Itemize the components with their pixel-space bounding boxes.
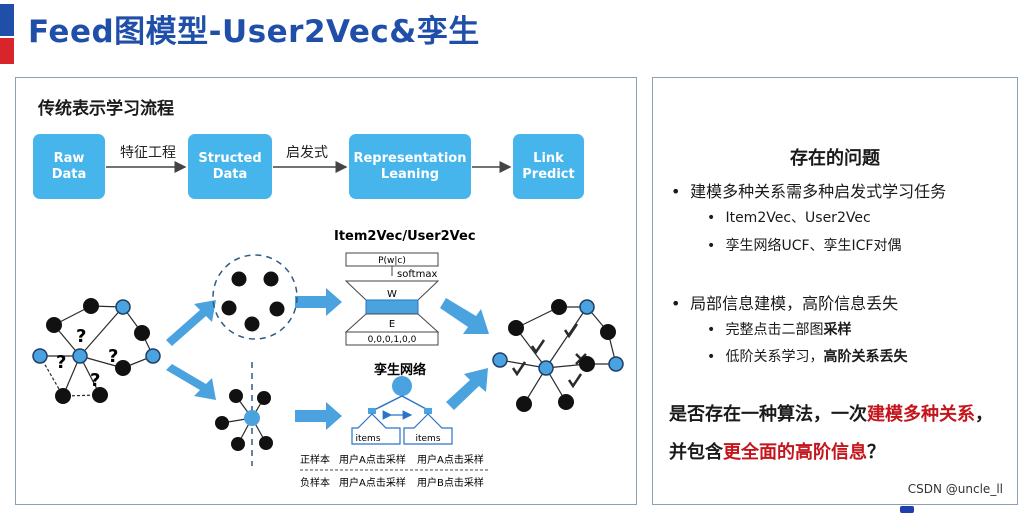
sampled-cluster (212, 254, 298, 340)
fat-arrow-out-down (446, 368, 488, 410)
stage-representation-leaning: Representation Leaning (349, 134, 471, 199)
stage-raw-data: Raw Data (33, 134, 105, 199)
slide-title: Feed图模型-User2Vec&孪生 (28, 14, 480, 50)
accent-bar-blue (0, 4, 14, 36)
fat-arrow-down (166, 364, 216, 400)
stage-link-predict: Link Predict (513, 134, 584, 199)
question-mark-4: ? (90, 370, 100, 391)
problem-bullet-1: • 建模多种关系需多种启发式学习任务 (671, 182, 947, 201)
fat-arrow-twin (295, 402, 342, 430)
edge-label-heuristic: 启发式 (286, 145, 328, 161)
problem-sub-bullet-2-2: • 低阶关系学习，高阶关系丢失 (707, 349, 908, 365)
stage-structed-data: Structed Data (188, 134, 272, 199)
twin-network: 孪生网络 items items 正样本 用户A点击采样 用户A点击采样 负样本… (300, 362, 488, 489)
item2vec-network: Item2Vec/User2Vec P(w|c) softmax W E 0,0… (334, 229, 476, 346)
left-panel-traditional-flow: 传统表示学习流程 Raw Data Structed Data Represen… (15, 77, 637, 505)
problem-sub-bullet-1-2: • 孪生网络UCF、孪生ICF对偶 (707, 238, 902, 254)
input-graph: ? ? ? ? (32, 298, 161, 404)
problem-sub-bullet-1-1: • Item2Vec、User2Vec (707, 210, 871, 226)
output-graph (492, 299, 624, 412)
twin-title: 孪生网络 (374, 362, 426, 378)
twin-positive-right: 用户A点击采样 (417, 453, 484, 466)
item2vec-w-label: W (387, 289, 397, 300)
csdn-watermark: CSDN @uncle_ll (907, 482, 1003, 496)
question-mark-2: ? (56, 352, 66, 373)
twin-right-items: items (415, 434, 440, 444)
twin-positive-label: 正样本 (300, 453, 330, 466)
problems-title: 存在的问题 (790, 148, 880, 169)
fat-arrows (166, 288, 489, 430)
right-panel-problems: 存在的问题 • 建模多种关系需多种启发式学习任务 • Item2Vec、User… (652, 77, 1018, 505)
item2vec-input-vector: 0,0,0,1,0,0 (368, 335, 417, 345)
question-mark-3: ? (108, 346, 118, 367)
item2vec-softmax-label: softmax (397, 269, 437, 280)
twin-positive-left: 用户A点击采样 (339, 453, 406, 466)
star-cluster (215, 362, 273, 466)
problem-bullet-2: • 局部信息建模，高阶信息丢失 (671, 294, 899, 313)
fat-arrow-up (166, 300, 216, 346)
left-panel-title: 传统表示学习流程 (38, 99, 174, 119)
question-mark-1: ? (76, 326, 86, 347)
graph-diagram: ? ? ? ? (32, 161, 624, 489)
item2vec-top-label: P(w|c) (378, 256, 406, 266)
item2vec-e-label: E (389, 319, 395, 330)
edge-label-feature-engineering: 特征工程 (120, 145, 176, 161)
problem-sub-bullet-2-1: • 完整点击二部图采样 (707, 322, 852, 338)
fat-arrow-out-up (440, 298, 489, 334)
conclusion-question: 是否存在一种算法，一次建模多种关系，并包含更全面的高阶信息？ (669, 404, 993, 463)
fat-arrow-item2vec (295, 288, 342, 316)
twin-negative-left: 用户A点击采样 (339, 476, 406, 489)
accent-bar-red (0, 38, 14, 64)
twin-negative-right: 用户B点击采样 (417, 476, 484, 489)
item2vec-title: Item2Vec/User2Vec (334, 229, 476, 244)
twin-negative-label: 负样本 (300, 476, 330, 489)
corner-mark (900, 506, 914, 513)
twin-left-items: items (355, 434, 380, 444)
